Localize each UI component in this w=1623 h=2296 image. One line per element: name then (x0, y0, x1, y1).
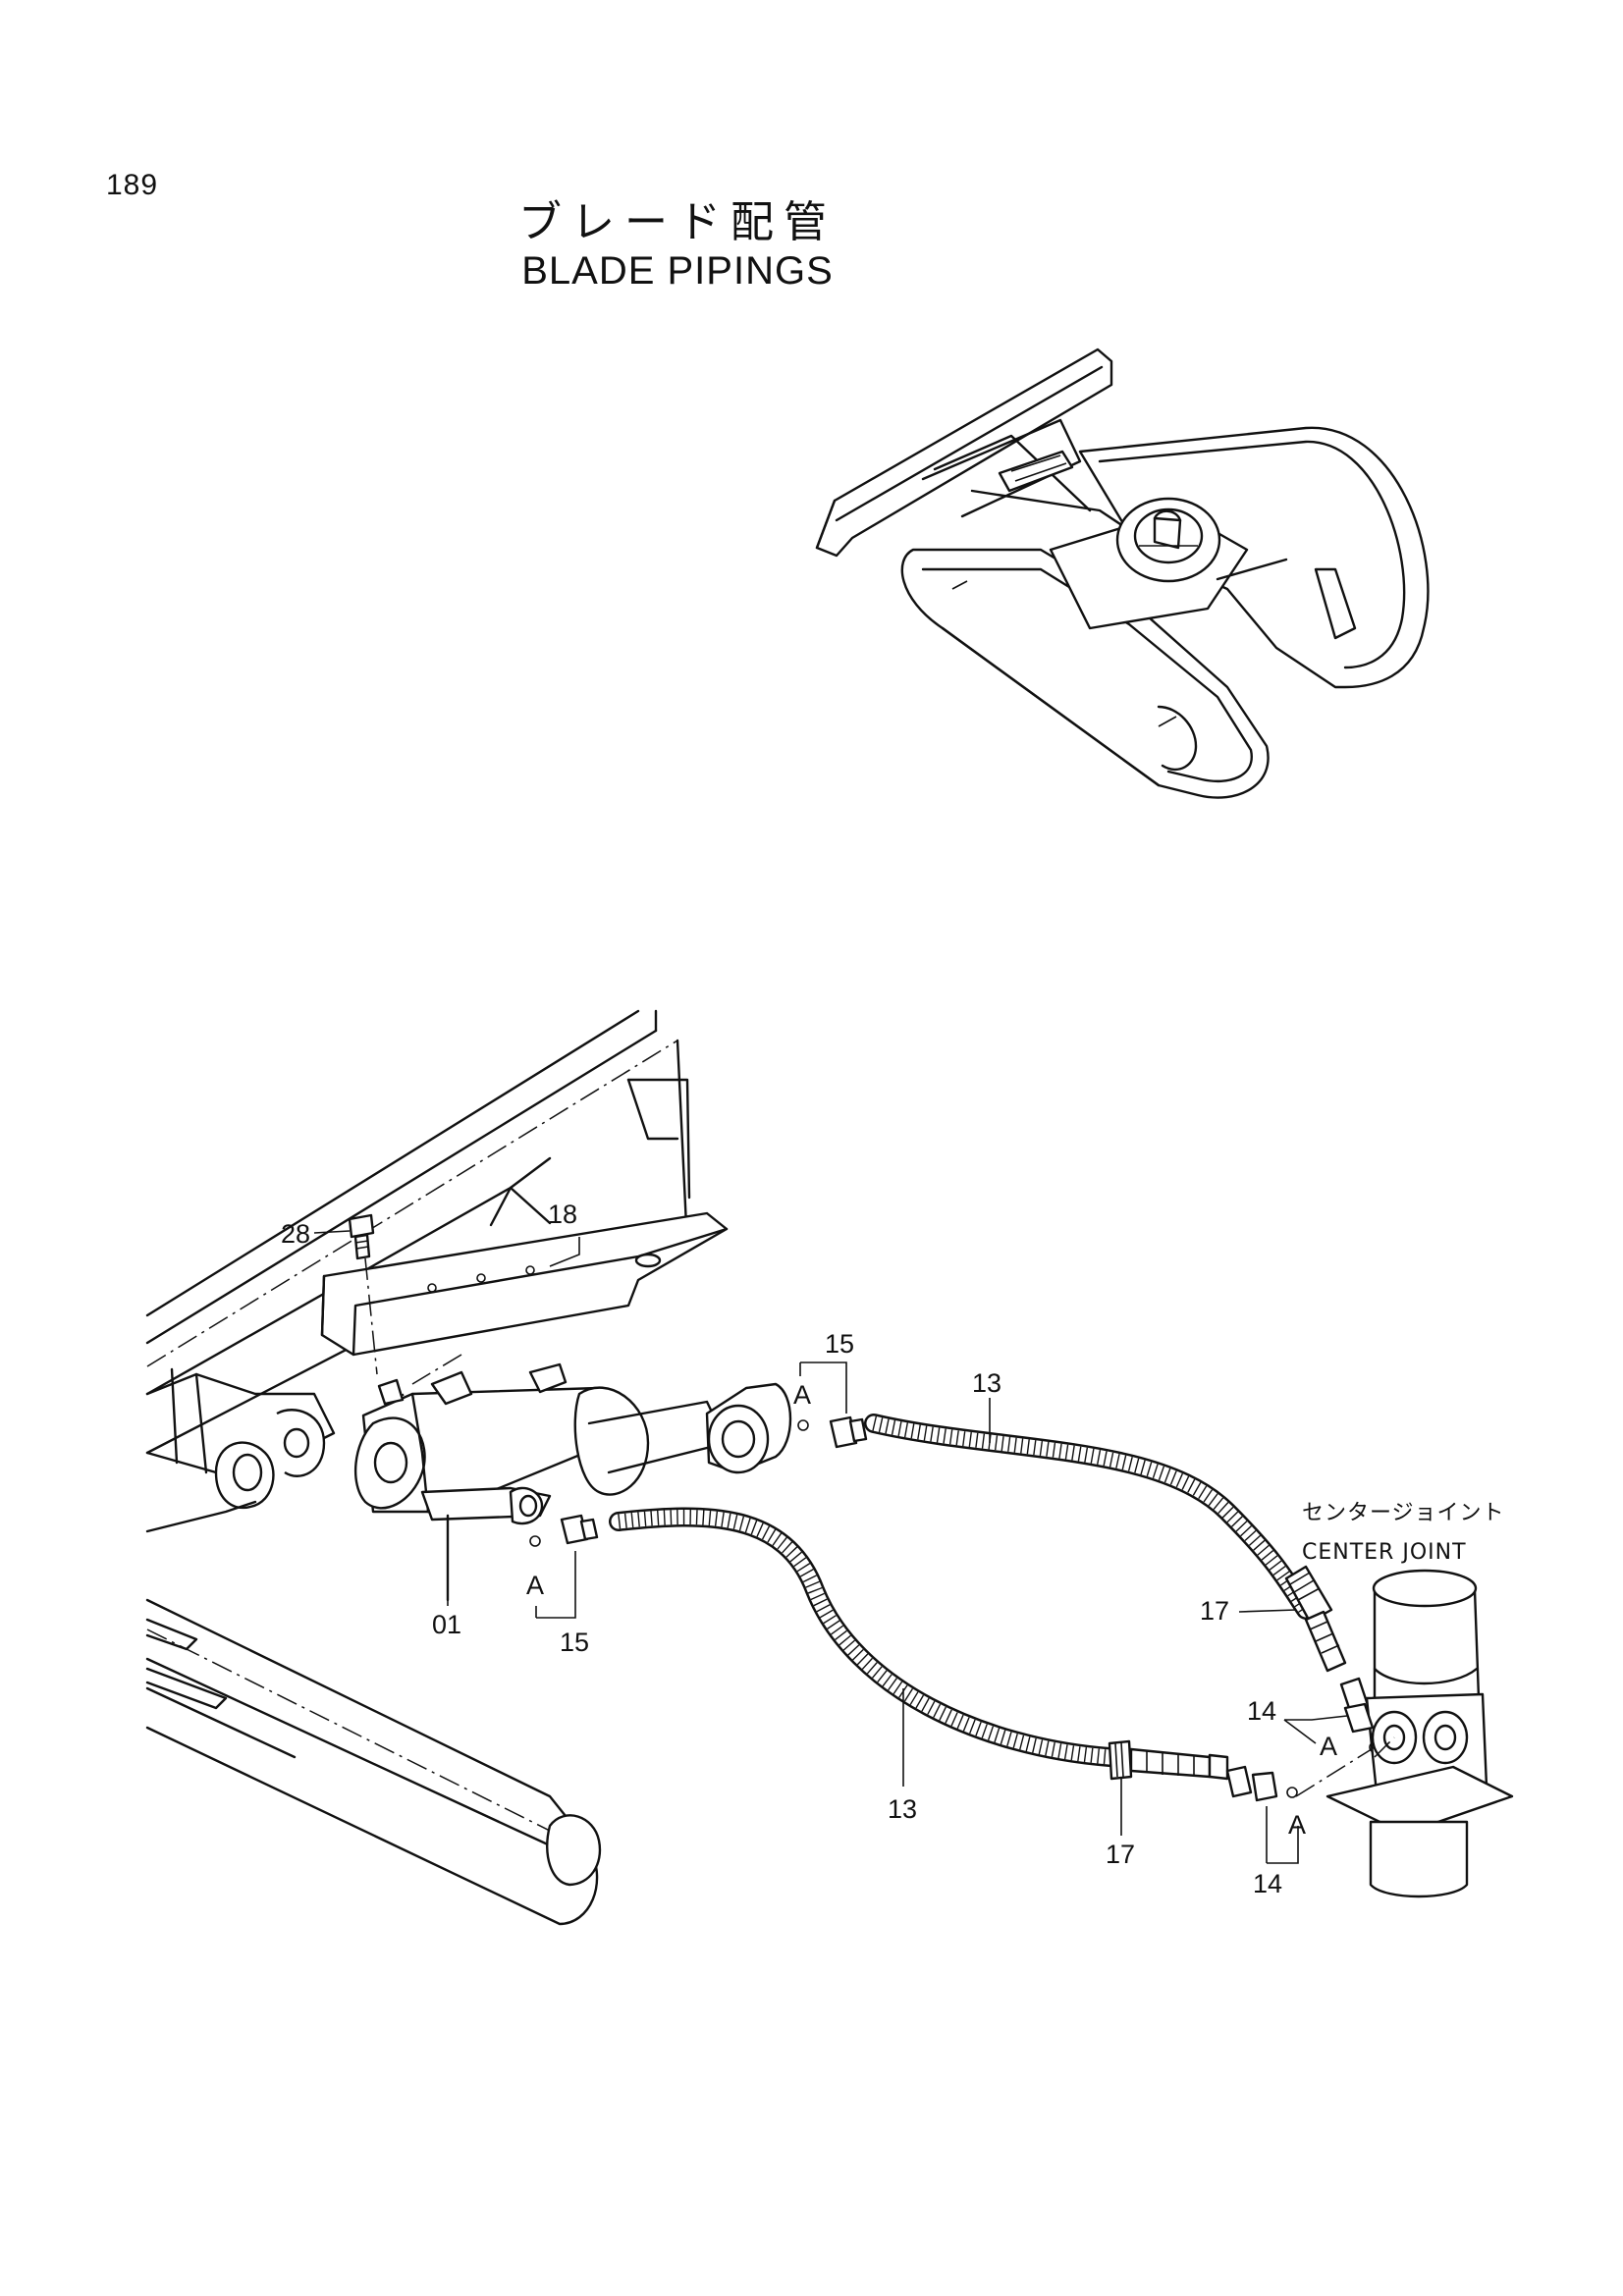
callout-18: 18 (548, 1200, 577, 1229)
bolt-part-28 (348, 1213, 378, 1375)
fitting-part-15 (529, 1415, 868, 1547)
center-joint (1295, 1569, 1514, 1898)
callout-14-top: 14 (1247, 1696, 1276, 1726)
callout-01: 01 (432, 1610, 461, 1639)
callout-a-right-top: A (1320, 1732, 1337, 1761)
callout-a-top: A (793, 1380, 811, 1410)
callout-a-right-bottom: A (1288, 1810, 1306, 1840)
blade-cylinder-part-01 (353, 1354, 792, 1602)
page-number: 189 (106, 169, 159, 201)
callout-15-top: 15 (825, 1329, 854, 1359)
bracket-part-18 (320, 1211, 729, 1357)
fitting-part-14 (1225, 1702, 1375, 1798)
center-joint-label-japanese: センタージョイント (1302, 1501, 1505, 1525)
callout-28: 28 (281, 1219, 310, 1249)
callout-14-bottom: 14 (1253, 1869, 1282, 1898)
overview-undercarriage-illustration (815, 347, 1430, 799)
callout-13-bottom: 13 (888, 1794, 917, 1824)
page-title-japanese: ブレード配管 (518, 197, 837, 247)
callout-a-bottom: A (526, 1571, 544, 1600)
hose-part-13-lower (609, 1507, 1380, 1802)
callout-17-top: 17 (1200, 1596, 1229, 1626)
hose-part-13-upper (864, 1414, 1371, 1716)
leader-lines (313, 1230, 1348, 1864)
callout-17-bottom: 17 (1106, 1840, 1135, 1869)
callout-13-top: 13 (972, 1368, 1001, 1398)
center-joint-label: CENTER JOINT (1302, 1540, 1467, 1565)
page-title: BLADE PIPINGS (521, 249, 834, 293)
callout-15-bottom: 15 (560, 1628, 589, 1657)
